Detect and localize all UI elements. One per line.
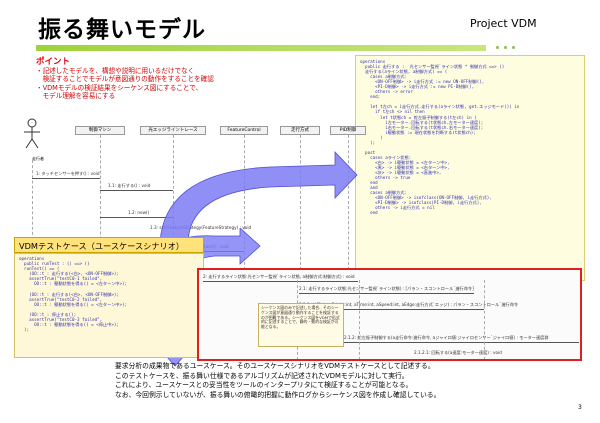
code-line: end;	[360, 94, 381, 100]
code-line: <PI-D制御> -> i走行方式 := new PI-D制御(),	[360, 84, 475, 90]
message-line	[32, 178, 100, 179]
code-line: );	[19, 327, 30, 333]
message-line	[203, 281, 358, 282]
page-title: 振る舞いモデル	[38, 17, 206, 43]
code-line: public 走行する : 光センサー監視`ライン状態 * 制御方式 ==> (…	[360, 64, 505, 70]
code-line: cases aライン状態:	[360, 154, 412, 160]
decor-dot	[504, 46, 507, 49]
code-line: operations	[360, 59, 386, 64]
code-line: <ON-OFF制御> -> i走行方式 := new ON-OFF制御(),	[360, 79, 485, 85]
code-line: <ON-OFF制御> -> isofclass(ON-OFF制御, i走行方式)…	[360, 195, 492, 201]
code-line: <灰> -> i駆動状態 = <直進中>,	[360, 170, 442, 176]
lifeline	[348, 135, 349, 275]
code-line: cases a制御方式:	[360, 74, 408, 80]
vdm-model-code: operations public 走行する : 光センサー監視`ライン状態 *…	[355, 55, 585, 281]
code-line: (OO::t : 走行する(<白>, <ON-OFF制御>);	[19, 271, 119, 277]
lifeline	[484, 280, 485, 359]
code-line: OO::t : 駆動状態を得る() = <左ターン中>);	[19, 281, 128, 287]
note-box: シーケンス図のみで記述した場合、そのシーケンス図が意図通り動作することを検証する…	[258, 303, 344, 347]
title-underline	[36, 45, 486, 51]
message-label: 1.2: new()	[128, 210, 150, 215]
trace-message: 2: 走行するライン状態:光センサー監視`ライン状態, a制御方式:制御方式) …	[203, 274, 355, 279]
lifeline	[300, 135, 301, 275]
point-bullet: モデル理解を容易にする	[36, 92, 116, 101]
lifeline-header: 制御マシン	[75, 126, 125, 135]
arrow-to-model-icon	[159, 151, 358, 243]
sequence-trace-frame: 2: 走行するライン状態:光センサー監視`ライン状態, a制御方式:制御方式) …	[197, 268, 582, 361]
message-line	[100, 190, 173, 191]
code-line: cases a制御方式:	[360, 190, 408, 196]
message-line	[299, 293, 474, 294]
trace-message: 2.1: 走行するライン状態:光センサー監視`ライン状態) : [パラン・スコン…	[299, 286, 474, 291]
point-bullet: 検証することでモデルが意図通りの動作をすることを確認	[36, 75, 214, 84]
code-line: end	[360, 180, 378, 186]
vdm-testcase-label: VDMテストケース（ユースケースシナリオ）	[14, 237, 204, 253]
vdm-testcase-code: operations public runTest : () ==> () ru…	[14, 253, 204, 358]
message-line	[100, 217, 173, 218]
code-line: others -> i走行方式 = nil	[360, 205, 435, 211]
summary-text: 要求分析の成果物であるユースケース。そのユースケースシナリオをVDMテストケース…	[115, 362, 595, 400]
summary-line: これにより、ユースケースとの妥当性をツールのインタープリタにて検証することが可能…	[115, 381, 413, 390]
code-line: post	[360, 149, 376, 155]
actor-label: 走行者	[32, 156, 44, 161]
lifeline-header: 光エッジライントレース	[140, 126, 206, 135]
code-line: end	[360, 210, 378, 216]
code-line: if t左ch <> nil then	[360, 109, 425, 115]
trace-message: 2.1.2: 舵左振子制御する(a走行命令:進行命令, aジャイロ値:ジャイロセ…	[344, 335, 549, 340]
summary-line: このテストケースを、振る舞い仕様であるアルゴリズムが記述されたVDMモデルに対し…	[115, 371, 409, 380]
code-line: (OO::t : 停止する();	[19, 312, 77, 318]
code-line: others -> true	[360, 175, 411, 181]
page-number: 3	[578, 404, 582, 411]
message-line	[299, 309, 484, 310]
code-line: <白> -> i駆動状態 = <左ターン中>,	[360, 159, 450, 165]
code-line: i左モーター.回転する(t状態ch.左モーター速度);	[360, 119, 484, 125]
message-line	[344, 342, 579, 343]
lifeline	[359, 280, 360, 359]
code-line: assertTrue("testC0-3 failed",	[19, 317, 103, 323]
code-line: );	[360, 139, 376, 145]
lifeline	[32, 160, 33, 240]
point-heading: ポイント	[36, 57, 71, 67]
lifeline	[244, 135, 245, 275]
code-line: public runTest : () ==> ()	[19, 261, 90, 267]
code-line: 走行する(aライン状態, a制御方式) == (	[360, 69, 448, 75]
code-line: runTest() == (	[19, 266, 60, 272]
code-line: <黒> -> i駆動状態 = <右ターン中>,	[360, 164, 450, 170]
decor-dot	[496, 46, 499, 49]
lifeline-header: FeatureControl	[220, 126, 268, 135]
code-line: operations	[19, 256, 45, 261]
code-line: assertTrue("testC0-1 failed",	[19, 276, 103, 282]
point-bullet: ・VDMモデルの検証結果をシーケンス図にすることで、	[36, 83, 203, 92]
code-line: i駆動状態 := 現在状態を判断する(t状態ch);	[360, 129, 476, 135]
message-label: 1: タッチセンサーを押す() : void	[36, 171, 100, 176]
code-line: and	[360, 185, 378, 191]
trace-message: 2.1.1: 計算するaBright:int, aTime:int, aSpee…	[299, 302, 519, 307]
point-box: ポイント ・記述したモデルを、構想や説明に用いるだけでなく 検証することでモデル…	[36, 57, 336, 101]
summary-line: 要求分析の成果物であるユースケース。そのユースケースシナリオをVDMテストケース…	[115, 362, 435, 370]
project-name: Project VDM	[470, 17, 537, 30]
actor-icon	[18, 118, 46, 158]
lifeline-header: 走行方式	[280, 126, 320, 135]
code-line: <PI-D制御> -> isofclass(PI-D制御, i走行方式),	[360, 200, 482, 206]
code-line: OO::t : 駆動状態を得る() = <停止中>);	[19, 322, 119, 328]
code-line: let t状態ch = 舵左振子制御する(t左ch) in (	[360, 114, 477, 120]
lifeline	[100, 135, 101, 275]
code-line: i右モーター.回転する(t状態ch.右モーター速度);	[360, 124, 484, 130]
code-line: assertTrue("testC0-2 failed",	[19, 296, 103, 302]
lifeline-header: PID制御	[330, 126, 366, 135]
code-line: )	[360, 134, 383, 140]
decor-dot	[512, 46, 515, 49]
code-line: OO::t : 駆動状態を得る() = <左ターン中>);	[19, 301, 128, 307]
code-line: (OO::t : 走行する(<白>, <ON-OFF制御>);	[19, 291, 119, 297]
code-line: others -> error	[360, 89, 413, 95]
summary-line: なお、今回例示していないが、振る舞いの俯瞰的把握に動作ログからシーケンス図を作成…	[115, 390, 441, 399]
point-bullet: ・記述したモデルを、構想や説明に用いるだけでなく	[36, 67, 195, 75]
trace-message: 2.1.2.1: 回転する(a速度:モーター速度) : void	[414, 350, 502, 355]
message-label: 1.1: 走行する() : void	[108, 183, 151, 188]
message-label: 1.3: set(FeatureStrategy(FeatureStrategy…	[150, 225, 252, 230]
code-line: let t左ch = i走行方式.走行する(aライン状態, get.エッジモード…	[360, 104, 520, 110]
